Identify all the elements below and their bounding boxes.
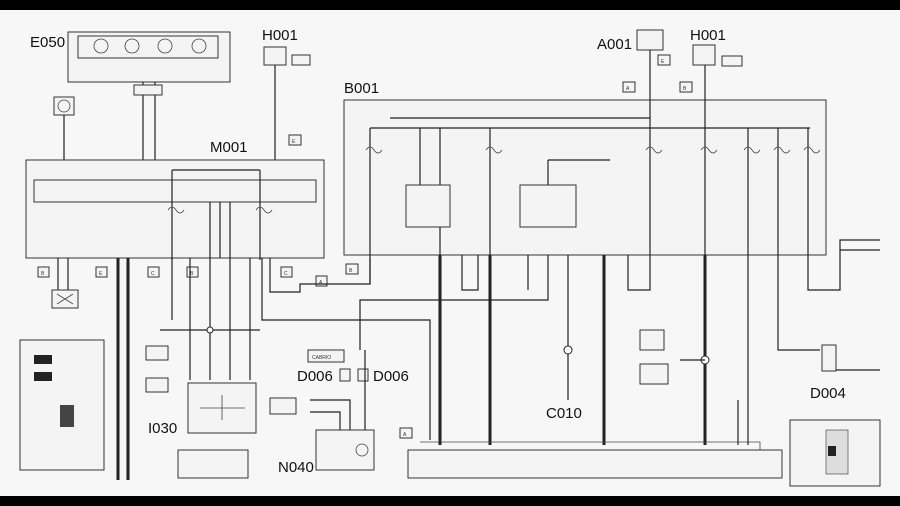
a001-label: A001: [597, 36, 632, 53]
cabrio-label: CABRIO: [312, 355, 331, 361]
b001-label: B001: [344, 80, 379, 97]
tag-c-m001-text: C: [151, 271, 155, 277]
fuse-panel-right-block: [825, 429, 849, 475]
m001-label: M001: [210, 139, 248, 156]
fuse-panel-relay-1: [34, 355, 52, 364]
c010-splice: [563, 345, 573, 355]
tag-e-left-text: E: [99, 271, 103, 277]
tag-c-m001-right-text: C: [284, 271, 288, 277]
e050-label: E050: [30, 34, 65, 51]
s8017-icon: [639, 363, 669, 385]
b001-component: [343, 99, 827, 256]
b001-lr-wire: [777, 255, 820, 351]
d006-connector-b: [357, 368, 369, 382]
b001-lv-wires: [737, 255, 749, 445]
b001-internal-bus: [370, 117, 810, 129]
tag-b-left-text: B: [41, 271, 45, 277]
cross-arrows-icon: [56, 293, 74, 305]
h001-top-switch: [263, 46, 287, 66]
s8011-icon: [145, 377, 169, 393]
a001-component: [636, 29, 664, 51]
m001-output-wires: [209, 202, 231, 258]
n040-lamp-icon: [355, 443, 369, 457]
m001-fuse-2: [255, 206, 273, 214]
h001-top-connector-tag: [288, 134, 302, 146]
i030-label: I030: [148, 420, 177, 437]
e050-gauge-1: [93, 38, 109, 54]
tag-e-a001-text: E: [661, 59, 665, 65]
tag-b-m001: [186, 266, 199, 278]
h001-right-label: H001: [690, 27, 726, 44]
b001-thick-wires-1: [438, 255, 492, 445]
i030-connector: [177, 449, 249, 479]
h001-top-connector-letter: E: [292, 139, 296, 145]
b001-gl-hv-wires: [807, 239, 880, 291]
e050-gauge-4: [191, 38, 207, 54]
b001-loop-wire: [461, 255, 479, 291]
h001-top-tag: [291, 54, 311, 66]
fuse-panel-relay-2: [34, 372, 52, 381]
d006-left-label: D006: [297, 368, 333, 385]
m001-s7080-wires: [57, 258, 69, 290]
tag-b-h001-text: B: [683, 86, 687, 92]
m001-fuse-1: [167, 206, 185, 214]
tag-a-a001: [622, 81, 636, 93]
m001-inner-bus: [33, 179, 317, 203]
e050-inner: [77, 35, 219, 59]
tag-e-a001: [657, 54, 671, 66]
bottom-connector-pins: [420, 441, 761, 450]
c010-label: C010: [546, 405, 582, 422]
bottom-connector-bar: [407, 449, 783, 479]
tag-b-left: [37, 266, 50, 278]
e050-gauge-3: [157, 38, 173, 54]
tag-a-bottom-text: A: [403, 432, 407, 438]
h001-right-switch: [692, 44, 716, 66]
d006-right-label: D006: [373, 368, 409, 385]
tag-b-h001: [679, 81, 693, 93]
n040-component: [315, 429, 375, 471]
m001-internal-wires: [171, 169, 261, 260]
i030-switch-symbol: [200, 395, 245, 420]
cabrio-tag: [307, 349, 345, 363]
tag-a-bottom: [399, 427, 413, 439]
b001-fuses: [365, 146, 821, 154]
splice-point-1: [206, 326, 214, 334]
d004-label: D004: [810, 385, 846, 402]
steering-icon: [57, 99, 71, 113]
tag-e-left: [95, 266, 108, 278]
tag-a-m001-text: A: [319, 280, 323, 286]
relay-t17: [519, 184, 577, 228]
m001-ground-wires: [116, 258, 130, 480]
tag-c-m001: [147, 266, 160, 278]
s4002-icon: [269, 397, 297, 415]
s8016-icon: [639, 329, 665, 351]
tag-a-m001: [315, 275, 328, 287]
e050-gauge-2: [124, 38, 140, 54]
e050-connector: [133, 84, 163, 96]
n040-label: N040: [278, 459, 314, 476]
h001-right-tag: [721, 55, 743, 67]
tag-c-m001-right: [280, 266, 293, 278]
tag-a-a001-text: A: [626, 86, 630, 92]
d004-connector: [821, 344, 837, 372]
tag-b-m001-text: B: [190, 271, 194, 277]
d006-connector-a: [339, 368, 351, 382]
tag-b-b001: [345, 263, 359, 275]
b001-cg-loop: [627, 255, 651, 291]
tag-b-b001-text: B: [349, 268, 353, 274]
b001-vc-wire: [359, 255, 549, 350]
m001-to-i030-wires: [171, 258, 431, 440]
h001-top-label: H001: [262, 27, 298, 44]
relay-t14: [405, 184, 451, 228]
s8001-icon: [145, 345, 169, 361]
fuse-panel-right-highlight: [828, 446, 836, 456]
fuse-panel-fuse-block: [60, 405, 74, 427]
n040-arrow-wires: [310, 399, 351, 430]
